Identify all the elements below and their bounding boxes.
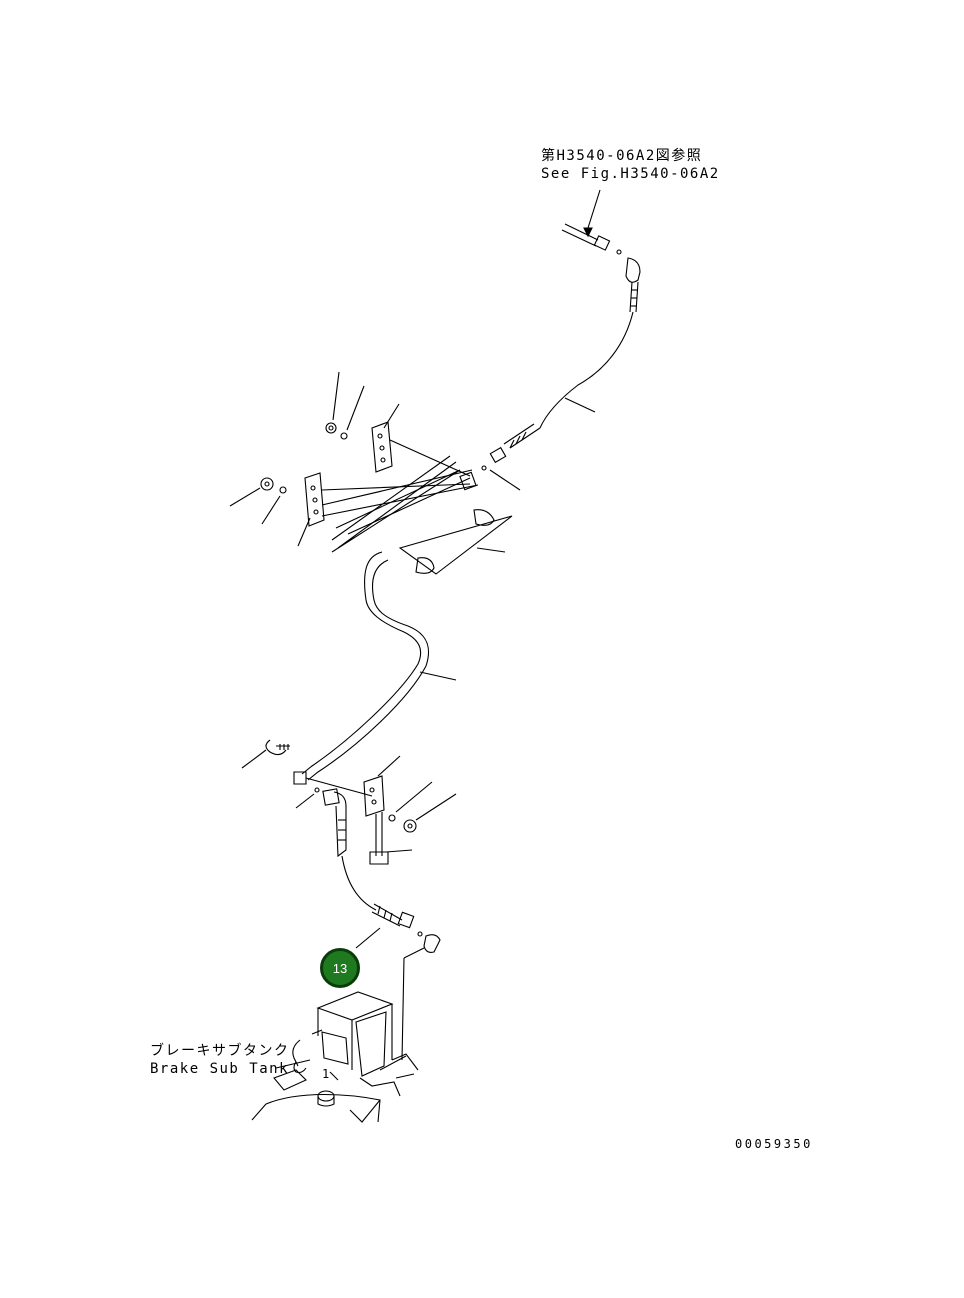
mounting-bracket	[230, 372, 512, 574]
callout-badge-number: 13	[332, 960, 348, 976]
brake-sub-tank-label-jp: ブレーキサブタンク	[150, 1043, 290, 1059]
reference-note-jp: 第H3540-06A2図参照	[541, 148, 703, 164]
upper-hose	[482, 224, 640, 490]
brake-sub-tank-label-en: Brake Sub Tank	[150, 1061, 290, 1077]
document-number: 00059350	[735, 1137, 813, 1151]
tank-part-number: 1	[322, 1067, 331, 1081]
brake-tube	[302, 552, 456, 780]
callout-badge-13[interactable]: 13	[320, 948, 360, 988]
lower-fittings	[242, 740, 456, 1060]
reference-arrow	[584, 190, 600, 236]
brake-sub-tank	[252, 992, 418, 1122]
reference-note-en: See Fig.H3540-06A2	[541, 166, 720, 182]
